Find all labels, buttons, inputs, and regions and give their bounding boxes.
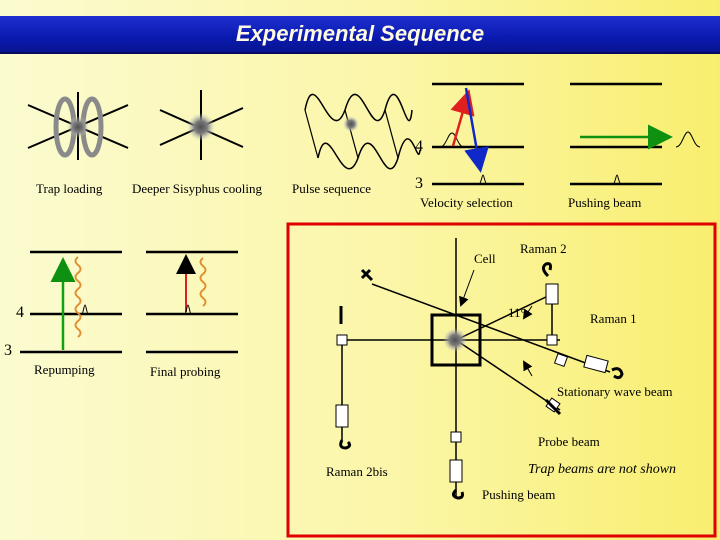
label-raman-2bis: Raman 2bis (326, 464, 388, 479)
pushing-beam-levels (570, 82, 701, 186)
label-probe-beam: Probe beam (538, 434, 600, 449)
velocity-down-arrow (464, 87, 489, 173)
velocity-selection-levels (432, 82, 524, 186)
label-pushing-beam-top: Pushing beam (568, 195, 642, 210)
label-pushing-beam: Pushing beam (482, 487, 556, 502)
level-3-left-label: 3 (4, 342, 12, 359)
label-final-probing: Final probing (150, 364, 221, 379)
label-velocity-selection: Velocity selection (420, 195, 513, 210)
title-bar: Experimental Sequence (0, 16, 720, 54)
label-angle: 11° (508, 305, 526, 320)
setup-frame (286, 222, 717, 538)
label-sisyphus-cooling: Deeper Sisyphus cooling (132, 181, 262, 196)
label-raman-1: Raman 1 (590, 311, 637, 326)
cell-box (430, 313, 482, 367)
label-raman-2: Raman 2 (520, 241, 567, 256)
pulse-sequence-illustration (304, 93, 421, 170)
velocity-up-arrow (450, 89, 475, 147)
label-trap-loading: Trap loading (36, 181, 103, 196)
level-4-label: 4 (415, 138, 423, 155)
trap-beams-note: Trap beams are not shown (528, 462, 677, 477)
level-4-left-label: 4 (16, 304, 24, 321)
label-pulse-sequence: Pulse sequence (292, 181, 372, 196)
slide-title: Experimental Sequence (235, 21, 485, 46)
label-repumping: Repumping (34, 362, 95, 377)
final-probing-levels (146, 250, 238, 354)
level-3-label: 3 (415, 175, 423, 192)
trap-loading-illustration (27, 92, 129, 160)
setup-beams (335, 238, 624, 500)
label-cell: Cell (474, 251, 496, 266)
sisyphus-cooling-illustration (159, 90, 244, 160)
label-stationary-wave: Stationary wave beam (557, 384, 673, 399)
repumping-levels (20, 250, 122, 354)
